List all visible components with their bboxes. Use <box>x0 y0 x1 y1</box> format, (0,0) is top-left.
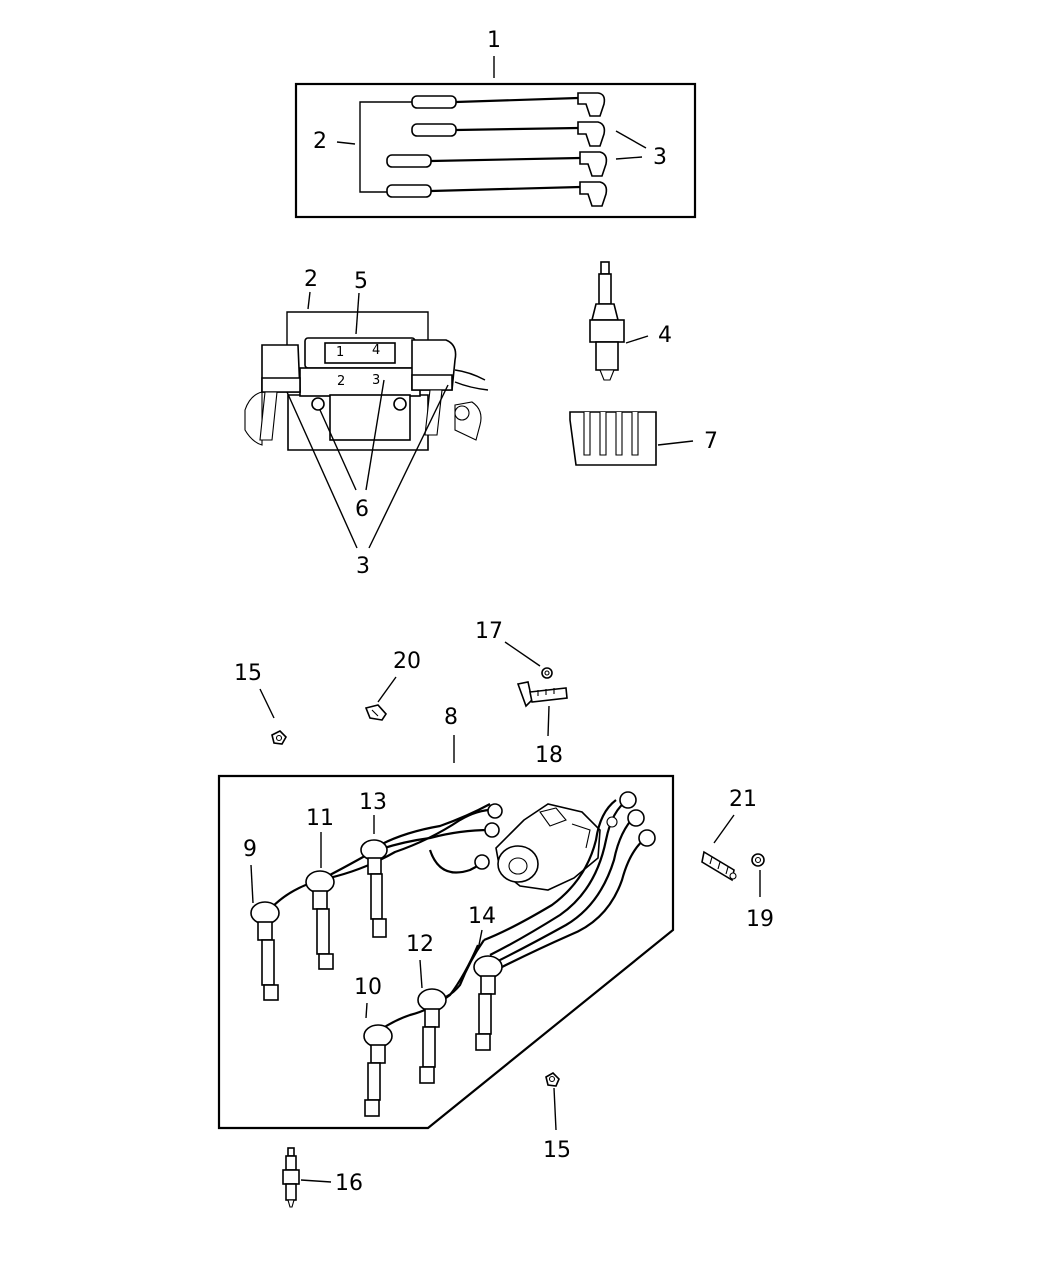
callout-4: 4 <box>658 323 672 348</box>
bracket-21 <box>701 814 737 882</box>
callout-10: 10 <box>354 975 382 1000</box>
callout-17: 17 <box>475 619 503 644</box>
coil-mark-3: 3 <box>372 373 380 388</box>
callout-13: 13 <box>359 790 387 815</box>
callout-14: 14 <box>468 904 496 929</box>
ignition-cable-4 <box>386 181 608 207</box>
ignition-cable-1 <box>411 92 606 117</box>
plug-boot-13 <box>360 839 388 938</box>
callout-20: 20 <box>393 649 421 674</box>
bracket-18 <box>516 681 568 737</box>
callout-15-upper: 15 <box>234 661 262 686</box>
coil-mark-1: 1 <box>336 345 344 360</box>
coil-assembly-group: 1 4 2 3 <box>244 291 489 549</box>
callout-21: 21 <box>729 787 757 812</box>
coil-mark-2: 2 <box>337 374 345 389</box>
plug-boot-9 <box>250 901 280 1001</box>
callout-2-cables: 2 <box>313 129 327 154</box>
nut-15-upper <box>259 688 287 745</box>
callout-3-cables: 3 <box>653 145 667 170</box>
plug-boot-11 <box>305 870 335 970</box>
callout-6: 6 <box>355 497 369 522</box>
spark-plug-4 <box>589 261 649 381</box>
callout-3-coil: 3 <box>356 554 370 579</box>
nut-15-lower <box>545 1072 560 1131</box>
coil-mark-4: 4 <box>372 343 380 358</box>
cable-assembly-group <box>217 735 675 1130</box>
spark-plug-16 <box>282 1147 332 1208</box>
callout-12: 12 <box>406 932 434 957</box>
callout-5: 5 <box>354 269 368 294</box>
callout-11: 11 <box>306 806 334 831</box>
ignition-cable-3 <box>386 151 608 177</box>
nut-19 <box>751 853 765 897</box>
distributor <box>495 803 601 891</box>
callout-16: 16 <box>335 1171 363 1196</box>
callout-8: 8 <box>444 705 458 730</box>
callout-15-lower: 15 <box>543 1138 571 1163</box>
nut-17 <box>504 641 553 679</box>
callout-19: 19 <box>746 907 774 932</box>
callout-2-coil: 2 <box>304 267 318 292</box>
clip-20 <box>364 676 397 721</box>
cable-set-group <box>294 56 697 219</box>
cable-assembly-box <box>217 774 675 1130</box>
cable-set-box <box>294 82 697 219</box>
plug-boot-12 <box>417 988 447 1084</box>
callout-7: 7 <box>704 429 718 454</box>
plug-boot-14 <box>473 955 503 1051</box>
callout-18: 18 <box>535 743 563 768</box>
callout-9: 9 <box>243 837 257 862</box>
cable-separator-7 <box>569 411 694 466</box>
cable-bracket <box>359 101 412 193</box>
ignition-cable-2 <box>411 121 606 147</box>
callout-1: 1 <box>487 28 501 53</box>
plug-boot-10 <box>363 1024 393 1117</box>
